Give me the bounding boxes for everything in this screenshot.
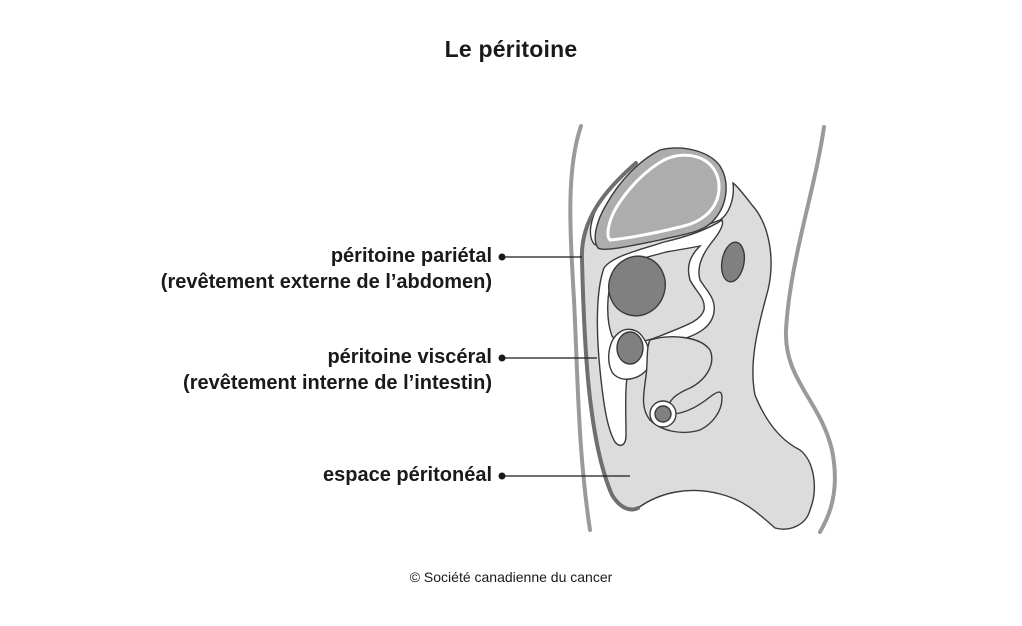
- page-title: Le péritoine: [444, 36, 578, 62]
- label-visceral-peritoneum: péritoine viscéral (revêtement interne d…: [183, 344, 492, 396]
- body-outline-right: [783, 125, 837, 534]
- dark-organ-left: [608, 255, 666, 317]
- label-parietal-peritoneum: péritoine pariétal (revêtement externe d…: [161, 243, 492, 295]
- label-parietal-name: péritoine pariétal: [330, 245, 492, 267]
- label-espace-name: espace péritonéal: [323, 464, 492, 486]
- body-outline-left: [568, 124, 592, 532]
- dark-organ-middle: [616, 331, 644, 365]
- label-parietal-description: (revêtement externe de l’abdomen): [160, 271, 492, 293]
- label-peritoneal-space: espace péritonéal: [323, 462, 492, 488]
- label-visceral-name: péritoine viscéral: [327, 346, 492, 368]
- label-visceral-description: (revêtement interne de l’intestin): [183, 372, 492, 394]
- dark-organ-right: [720, 241, 746, 283]
- dark-organ-bottom: [654, 405, 672, 423]
- copyright-credit: © Société canadienne du cancer: [409, 569, 613, 585]
- liver-inner-lining: [606, 153, 721, 242]
- parietal-peritoneum-line: [579, 161, 640, 512]
